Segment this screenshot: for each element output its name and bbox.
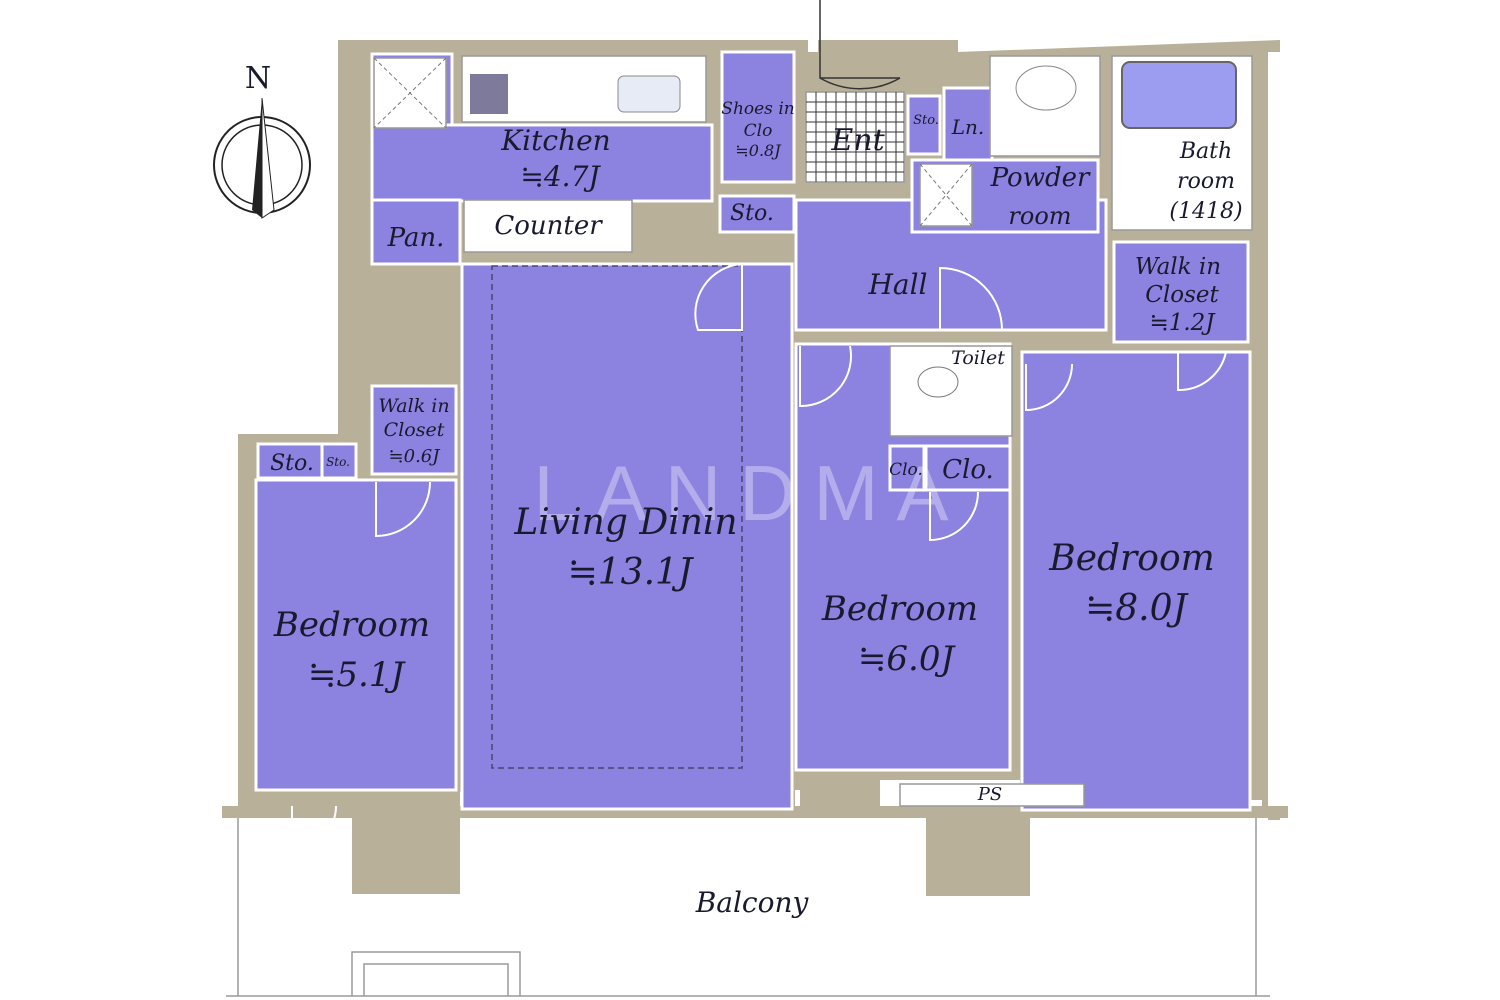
stove-icon <box>470 74 508 114</box>
bath-size: (1418) <box>1169 199 1242 224</box>
living-dining-room <box>460 262 794 811</box>
basin-icon <box>1015 65 1077 111</box>
storage-left-label: Sto. <box>270 451 314 476</box>
linen-label: Ln. <box>951 115 985 139</box>
living-dining-size: ≒13.1J <box>568 552 695 593</box>
compass: N <box>213 61 311 219</box>
toilet-icon <box>917 366 959 398</box>
compass-north-label: N <box>245 61 271 96</box>
pantry-room <box>370 198 462 266</box>
powder-room-label-2: room <box>1008 202 1071 230</box>
bedroom-right-room <box>1020 350 1252 812</box>
door-swings <box>291 0 1227 852</box>
walk-in-closet-left-label-2: Closet <box>384 419 445 441</box>
ps-label: PS <box>977 784 1002 805</box>
living-rug-outline <box>491 265 743 769</box>
bedroom-left-size: ≒5.1J <box>308 655 407 695</box>
walk-in-closet-left-room <box>370 384 458 476</box>
entrance-label: Ent <box>830 123 885 158</box>
bedroom-left-label: Bedroom <box>273 605 430 645</box>
bedroom-middle-size: ≒6.0J <box>858 639 957 679</box>
ps-box <box>899 783 1085 807</box>
walk-in-closet-right-room <box>1112 240 1250 344</box>
fixtures <box>373 55 1253 807</box>
bedroom-middle-label: Bedroom <box>821 589 978 629</box>
shoes-closet-size: ≒0.8J <box>735 141 782 160</box>
clo-small-room <box>888 444 926 492</box>
counter-label: Counter <box>494 211 603 241</box>
walk-in-closet-right-label-1: Walk in <box>1135 254 1221 280</box>
washer-space <box>919 163 973 227</box>
powder-room-label-1: Powder <box>990 163 1091 193</box>
walk-in-closet-right-label-2: Closet <box>1145 282 1219 308</box>
shoes-closet-room <box>720 50 796 184</box>
balcony-label: Balcony <box>695 886 810 919</box>
balcony <box>226 818 1270 997</box>
entrance-floor <box>805 91 905 183</box>
column-left <box>352 790 460 894</box>
storage-left-small-label: Sto. <box>326 455 350 469</box>
walk-in-closet-left-size: ≒0.6J <box>389 446 442 467</box>
shoes-closet-label-1: Shoes in <box>721 99 794 119</box>
column-right <box>926 800 1030 896</box>
kitchen-room <box>370 123 714 203</box>
bedroom-left-room <box>254 478 458 792</box>
storage-hall-room <box>718 194 796 234</box>
storage-left-room <box>256 442 324 480</box>
storage-left-small-room <box>320 442 358 480</box>
bathtub-icon <box>1121 61 1237 129</box>
clo-small-label: Clo. <box>889 460 923 480</box>
rooms <box>254 50 1252 812</box>
kitchen-size: ≒4.7J <box>520 160 601 193</box>
bath-label-1: Bath <box>1179 139 1232 164</box>
storage-entry-label: Sto. <box>913 113 939 128</box>
pantry-label: Pan. <box>387 223 445 253</box>
toilet-label: Toilet <box>951 347 1005 369</box>
clo-room <box>924 444 1012 492</box>
kitchen-label: Kitchen <box>500 124 610 157</box>
watermark-text: LANDMA <box>533 449 966 537</box>
storage-entry-room <box>906 94 942 156</box>
hall-label: Hall <box>867 268 927 301</box>
counter-fixture <box>463 199 633 253</box>
walk-in-closet-right-size: ≒1.2J <box>1149 310 1216 336</box>
living-dining-label: Living Dinin <box>513 502 737 543</box>
clo-label: Clo. <box>942 455 994 485</box>
storage-hall-label: Sto. <box>730 201 774 226</box>
entrance-grid <box>806 92 904 182</box>
bedroom-right-label: Bedroom <box>1048 538 1215 579</box>
sink-icon <box>617 75 681 113</box>
shoes-closet-label-2: Clo <box>744 121 773 141</box>
bedroom-right-size: ≒8.0J <box>1085 588 1189 629</box>
walk-in-closet-left-label-1: Walk in <box>378 395 449 417</box>
bath-label-2: room <box>1177 169 1235 194</box>
